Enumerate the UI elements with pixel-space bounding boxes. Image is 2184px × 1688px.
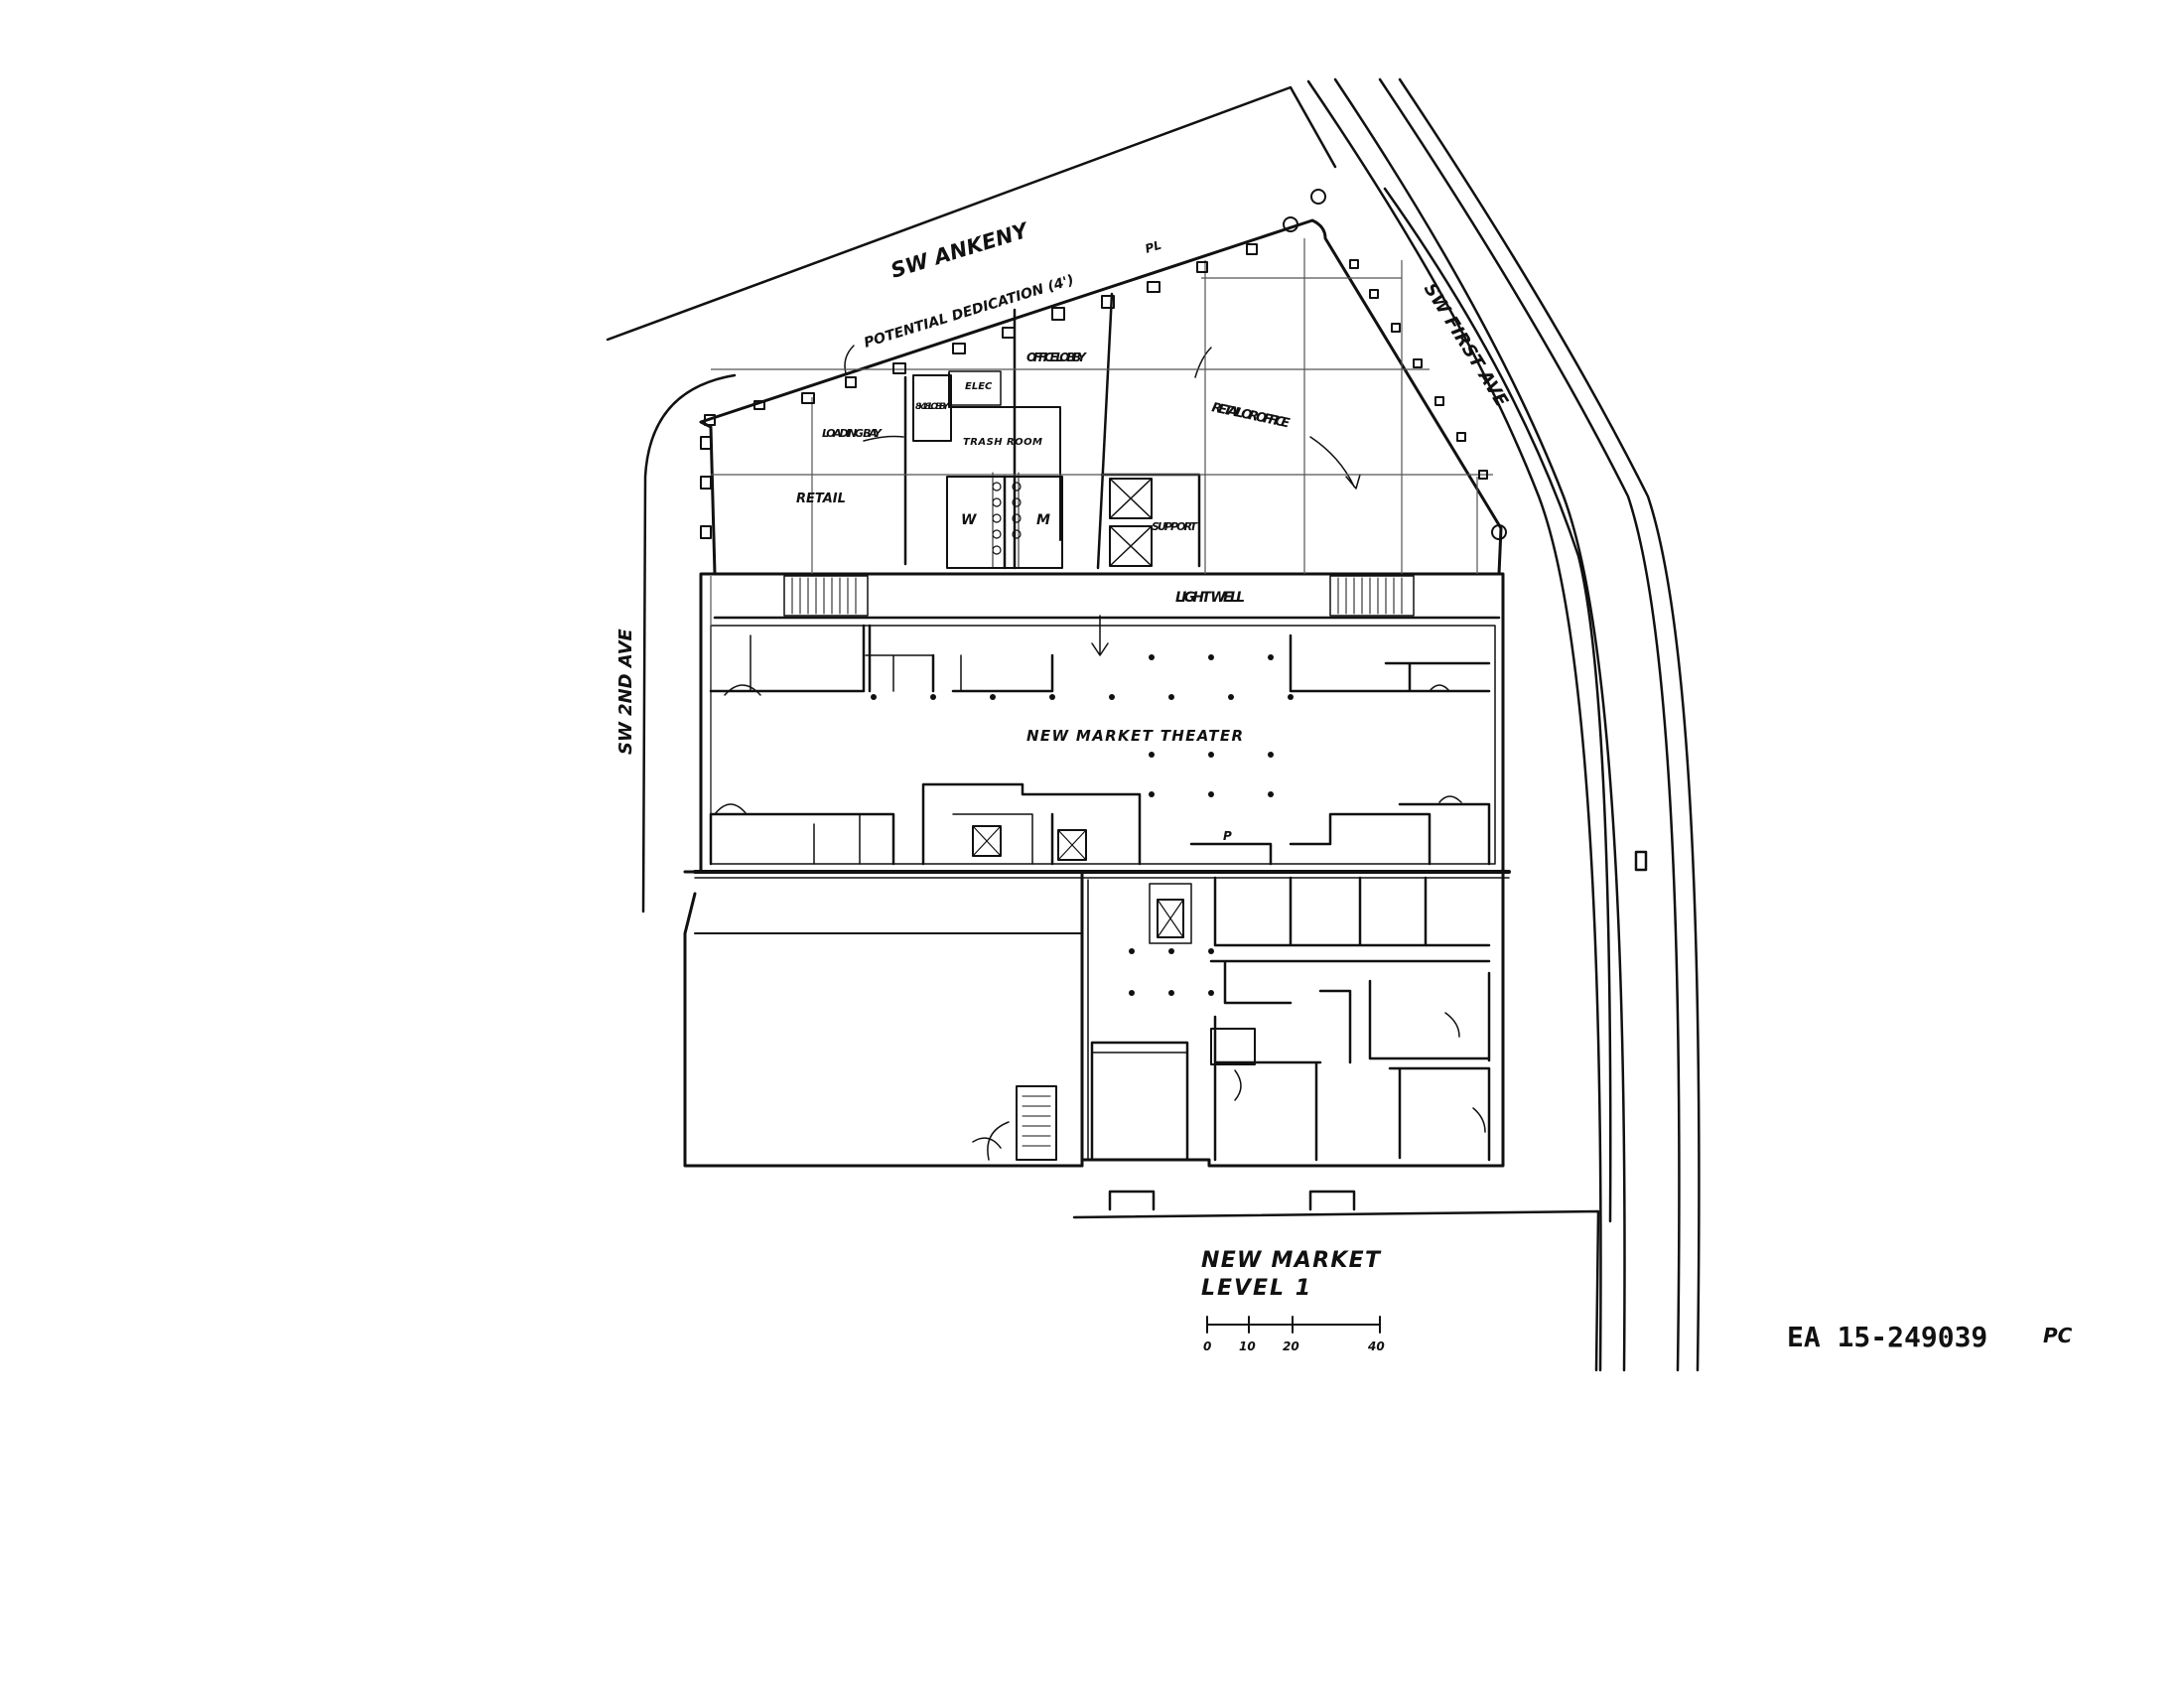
street-label-second-ave: SW 2ND AVE — [615, 628, 636, 755]
label-pl: PL — [1144, 238, 1163, 256]
label-retail-or-office: RETAIL OR OFFICE — [1210, 400, 1291, 431]
label-retail: RETAIL — [796, 492, 846, 506]
label-p: P — [1223, 829, 1232, 843]
label-elec: ELEC — [965, 381, 993, 392]
label-light-well: LIGHT WELL — [1175, 590, 1245, 606]
label-w: W — [961, 512, 977, 528]
label-lobby-size: 8'x 18' LOBBY — [915, 402, 950, 412]
title-line-1: NEW MARKET — [1201, 1248, 1382, 1273]
room-labels: POTENTIAL DEDICATION (4') PL RETAIL LOAD… — [796, 238, 1292, 843]
scale-label-20: 20 — [1283, 1339, 1299, 1353]
north-wedge-interior — [713, 292, 1501, 656]
south-block-interior — [972, 876, 1491, 1162]
title-block: NEW MARKET LEVEL 1 0 10 20 40 — [1201, 1248, 1385, 1353]
label-trash-room: TRASH ROOM — [963, 437, 1042, 448]
theater-columns — [871, 654, 1294, 996]
street-lines — [606, 77, 1701, 1372]
label-m: M — [1036, 512, 1050, 528]
structural-grid — [710, 238, 1493, 864]
label-dedication: POTENTIAL DEDICATION (4') — [862, 272, 1075, 352]
theater-interior — [693, 624, 1511, 879]
stamp-id: EA 15-249039 — [1787, 1321, 1987, 1353]
label-theater: NEW MARKET THEATER — [1026, 727, 1243, 745]
stamp-suffix: PC — [2043, 1324, 2073, 1347]
label-support: SUPPORT — [1152, 520, 1198, 533]
building-outline — [683, 218, 1505, 1168]
scale-label-0: 0 — [1203, 1339, 1211, 1353]
scale-bar — [1206, 1316, 1381, 1334]
street-label-first-ave: SW FIRST AVE — [1420, 280, 1513, 411]
label-office-lobby: OFFICE LOBBY — [1026, 351, 1087, 364]
facade-columns — [700, 189, 1507, 540]
title-line-2: LEVEL 1 — [1201, 1276, 1310, 1301]
scale-label-40: 40 — [1367, 1339, 1385, 1353]
label-loading-bay: LOADING BAY — [822, 427, 883, 440]
scale-label-10: 10 — [1239, 1339, 1256, 1353]
case-stamp: EA 15-249039 PC — [1787, 1321, 2073, 1353]
